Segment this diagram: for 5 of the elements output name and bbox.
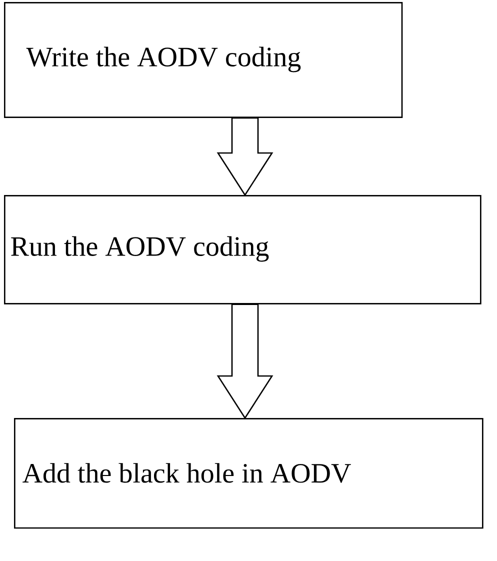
process-box: Add the black hole in AODV (14, 418, 484, 529)
process-box: Run the AODV coding (4, 195, 482, 304)
hollow-arrow (216, 117, 274, 196)
process-box: Write the AODV coding (4, 2, 403, 118)
hollow-arrow (216, 304, 274, 420)
